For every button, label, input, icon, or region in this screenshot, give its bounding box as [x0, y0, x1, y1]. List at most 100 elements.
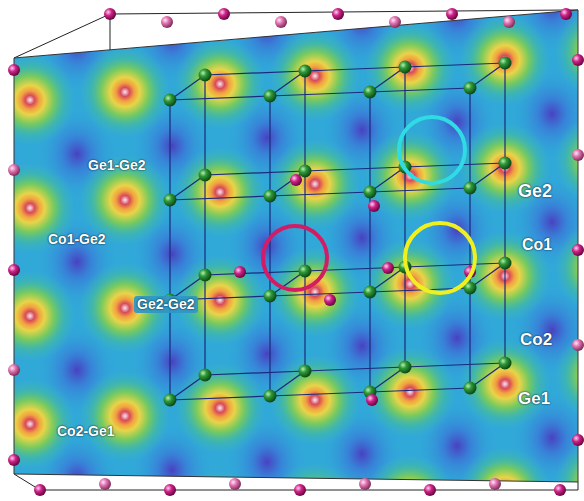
bond-label: Co1-Ge2: [48, 232, 106, 247]
bond-line: [270, 92, 370, 96]
co-atom: [275, 16, 287, 28]
bond-line: [269, 296, 270, 396]
bond-line: [369, 292, 370, 392]
co-atom: [8, 164, 20, 176]
bond-line: [405, 163, 505, 167]
co-atom: [294, 484, 306, 496]
bond-label: Co2: [520, 331, 552, 350]
density-contour: [554, 114, 584, 206]
density-contour: [269, 138, 361, 230]
ge-atom: [499, 57, 512, 70]
density-minimum: [512, 500, 584, 501]
density-contour: [0, 0, 76, 38]
bond-label: Ge1: [518, 390, 550, 409]
bond-line: [304, 171, 305, 271]
density-contour: [364, 0, 456, 6]
bond-line: [205, 171, 305, 175]
bond-line: [205, 271, 305, 275]
co-atom: [34, 484, 46, 496]
unit-cell-box: [14, 10, 578, 490]
co-atom: [99, 478, 111, 490]
density-contour: [364, 238, 456, 330]
co-atom: [572, 434, 584, 446]
density-contour: [269, 30, 361, 122]
bond-line: [204, 175, 205, 275]
ge-atom: [264, 390, 277, 403]
density-contour: [269, 0, 361, 14]
ge-atom: [399, 61, 412, 74]
co-atom: [382, 262, 394, 274]
ge-atom: [464, 182, 477, 195]
density-contour: [79, 0, 171, 30]
ge-atom: [264, 290, 277, 303]
bond-line: [305, 367, 405, 371]
ge-atom: [464, 382, 477, 395]
co-atom: [368, 200, 380, 212]
bond-line: [305, 167, 405, 171]
bond-line: [205, 71, 305, 75]
bond-line: [405, 63, 505, 67]
density-contour: [459, 446, 551, 501]
co-atom: [218, 8, 230, 20]
bond-line: [170, 396, 270, 400]
co-atom: [234, 266, 246, 278]
density-contour: [174, 0, 266, 22]
density-contour: [174, 362, 266, 454]
bond-line: [370, 388, 470, 392]
bond-line: [404, 67, 405, 167]
ge-atom: [264, 90, 277, 103]
co-atom: [8, 264, 20, 276]
co-atom: [572, 149, 584, 161]
box-edge: [578, 482, 579, 490]
co-atom: [446, 8, 458, 20]
highlight-circle: [399, 117, 465, 183]
co-atom: [332, 8, 344, 20]
ge-atom: [299, 65, 312, 78]
density-contour: [79, 370, 171, 462]
co-atom: [164, 484, 176, 496]
ge-atom: [499, 157, 512, 170]
ge-atom: [299, 265, 312, 278]
bond-line: [270, 392, 370, 396]
density-contour: [554, 6, 584, 98]
density-contour: [554, 438, 584, 501]
co-atom: [324, 294, 336, 306]
ge-atom: [499, 257, 512, 270]
ge-atom: [464, 82, 477, 95]
co-atom: [489, 478, 501, 490]
density-contour: [0, 270, 76, 362]
bond-line: [370, 88, 470, 92]
ge-atom: [364, 186, 377, 199]
bond-line: [405, 263, 505, 267]
co-atom: [503, 16, 515, 28]
bond-line: [504, 63, 505, 163]
bond-line: [269, 96, 270, 196]
co-atom: [229, 478, 241, 490]
ge-atom: [264, 190, 277, 203]
ge-atom: [164, 94, 177, 107]
density-contour: [269, 246, 361, 338]
co-atom: [572, 54, 584, 66]
ge-atom: [399, 361, 412, 374]
density-contour: [174, 470, 266, 501]
co-atom: [8, 454, 20, 466]
ge-atom: [199, 369, 212, 382]
ge-atom: [364, 86, 377, 99]
bond-line: [169, 100, 170, 200]
co-atom: [366, 394, 378, 406]
density-contour: [79, 478, 171, 501]
ge-atom: [164, 394, 177, 407]
bond-line: [170, 196, 270, 200]
density-contour: [364, 454, 456, 501]
density-contour: [174, 38, 266, 130]
bond-line: [270, 292, 370, 296]
ge-atom: [164, 194, 177, 207]
density-contour: [0, 54, 76, 146]
bond-line: [504, 263, 505, 363]
density-contour: [174, 146, 266, 238]
bond-line: [304, 271, 305, 371]
bond-line: [204, 275, 205, 375]
highlight-circle: [263, 226, 327, 290]
co-atom: [389, 16, 401, 28]
bond-line: [204, 75, 205, 175]
